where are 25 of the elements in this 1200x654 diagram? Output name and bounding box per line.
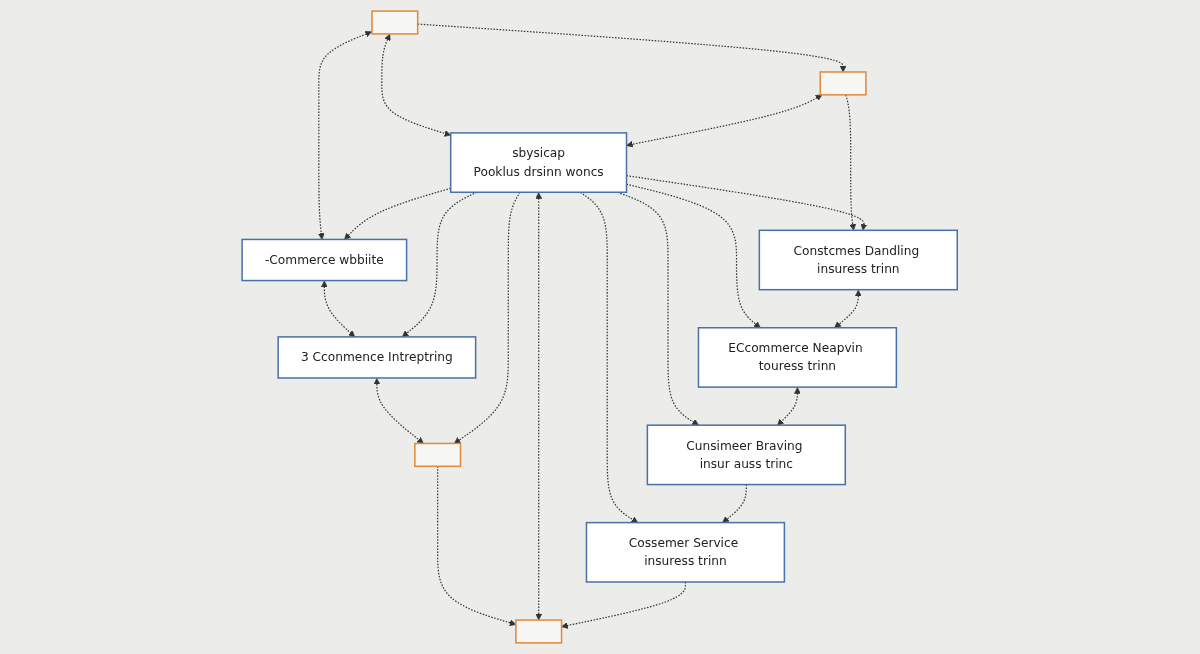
node-box: ECcommerce Neapvin touress trinn: [698, 327, 898, 388]
arrow: [626, 183, 761, 329]
node-box: [371, 10, 419, 35]
node-box: [414, 442, 462, 468]
arrow: [454, 191, 522, 444]
node-box: Cunsimeer Braving insur auss trinc: [646, 424, 847, 486]
node-box: Cossemer Service insuress trinn: [586, 521, 786, 583]
arrow: [321, 280, 356, 338]
node-box: 3 Cconmence Intreptring: [277, 336, 477, 379]
arrow: [777, 387, 802, 426]
node-box: sbysicap Pooklus drsinn woncs: [450, 132, 628, 194]
node-box: Constcmes Dandling insuress trinn: [758, 229, 959, 291]
node-box: [819, 71, 867, 96]
arrow: [417, 23, 847, 73]
arrow: [535, 192, 543, 621]
arrow: [580, 191, 639, 523]
arrow: [626, 94, 823, 148]
arrow: [381, 33, 452, 137]
arrow: [834, 289, 862, 329]
arrow: [373, 378, 425, 444]
arrow: [617, 191, 700, 426]
arrow: [626, 175, 868, 231]
node-box: [515, 619, 563, 644]
arrow: [318, 30, 373, 240]
node-box: -Commerce wbbiite: [241, 238, 408, 282]
